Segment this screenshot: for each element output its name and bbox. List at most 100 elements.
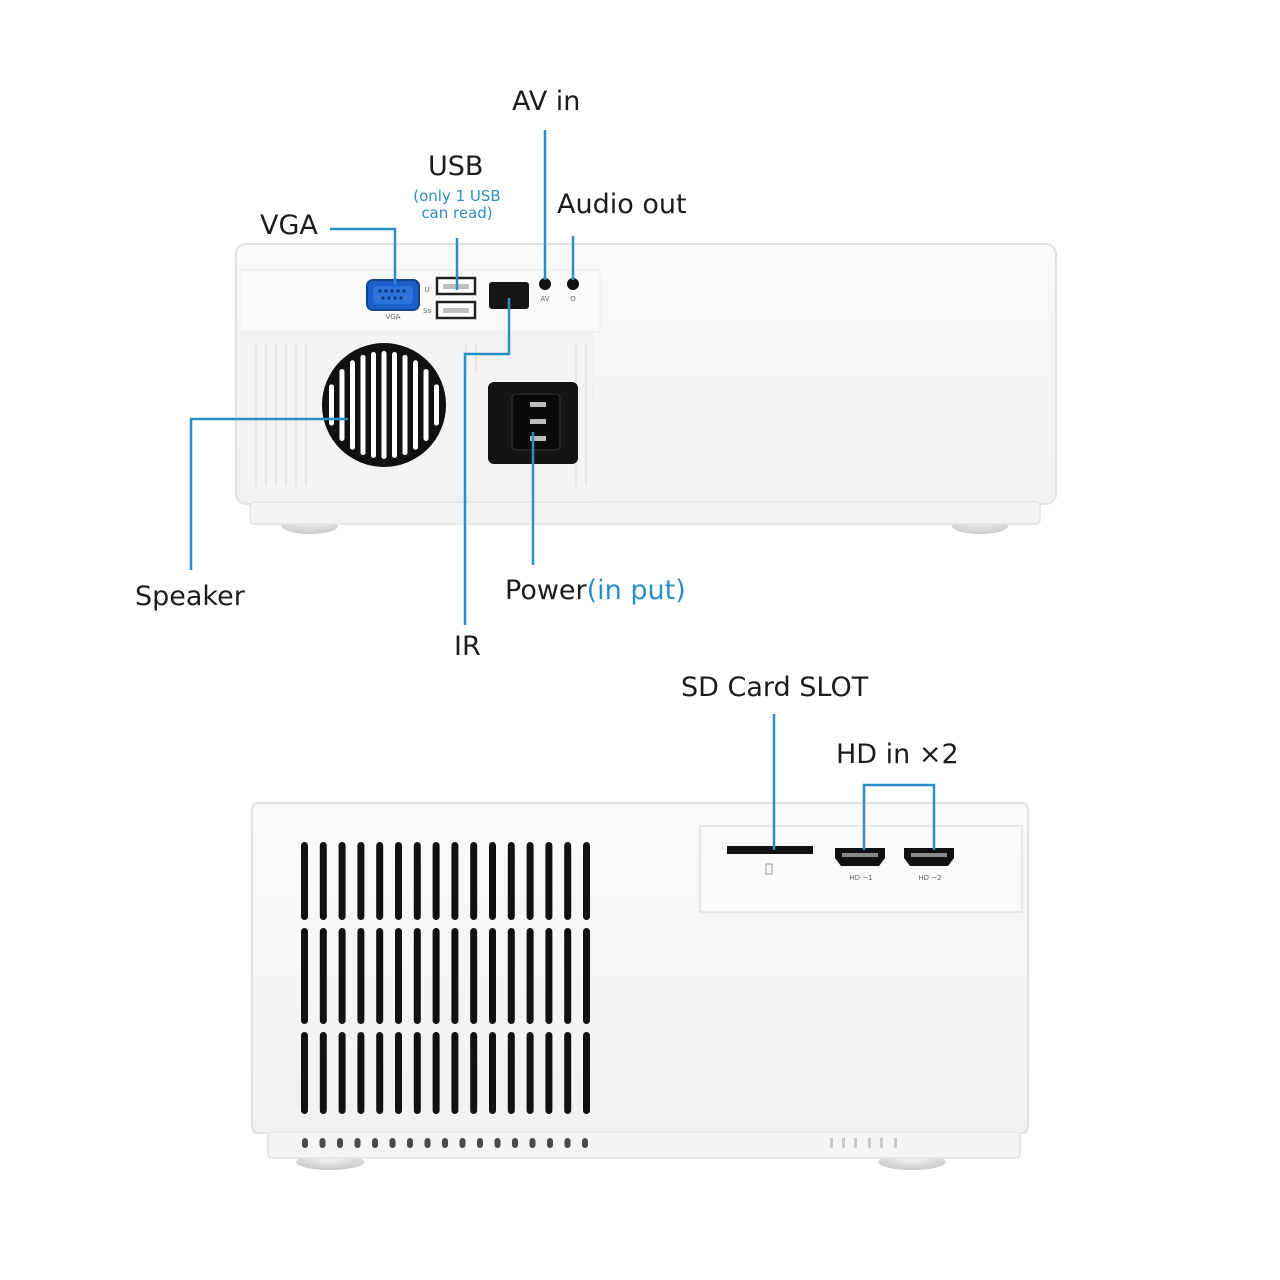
vent-slat (432, 928, 440, 1024)
power-socket (488, 382, 578, 464)
vent-slat (489, 1032, 496, 1114)
vent-slat (564, 1032, 572, 1114)
usb-port-2-mark: Ss (423, 307, 431, 315)
speaker-slot (360, 354, 366, 456)
projector-base (249, 501, 1041, 525)
usb-port-1-mark: U (424, 286, 429, 294)
audio-out-jack (567, 278, 579, 290)
vent-slat (357, 928, 365, 1024)
av-in-jack (539, 278, 551, 290)
usb-port-2 (435, 300, 477, 320)
vent-slat (489, 842, 496, 920)
vent-slat (545, 842, 553, 920)
vga-label: VGA (260, 210, 318, 241)
usb-note-line-2: can read) (421, 204, 493, 222)
vent-slat (413, 1032, 421, 1114)
vent-slat (451, 842, 459, 920)
vent-slat (470, 1032, 478, 1114)
vent-slat (338, 842, 346, 920)
vent-slat (564, 842, 572, 920)
vga-callout (330, 227, 397, 285)
base-vent-slot (302, 1138, 308, 1148)
usb-label: USB (428, 151, 484, 182)
sd-card-slot-label: SD Card SLOT (681, 672, 869, 703)
vent-slat (395, 928, 402, 1024)
vent-slat (376, 1032, 384, 1114)
speaker-slot (329, 384, 334, 426)
vent-slat (376, 842, 384, 920)
vent-slat (395, 842, 402, 920)
vent-slat (319, 928, 327, 1024)
speaker-slot (423, 369, 429, 441)
vent-slat (583, 1032, 590, 1114)
vent-slat (526, 1032, 534, 1114)
vent-slat (432, 1032, 440, 1114)
usb-note-line-1: (only 1 USB (413, 187, 501, 205)
side-vent (301, 842, 897, 1148)
base-vent-slot (407, 1138, 413, 1148)
base-vent-slot (477, 1138, 483, 1148)
vent-slat (301, 928, 308, 1024)
vent-slat (507, 928, 515, 1024)
vent-slat (451, 928, 459, 1024)
hd-port-2 (904, 848, 954, 866)
base-vent-slot (582, 1138, 588, 1148)
base-vent-slot (494, 1138, 501, 1148)
usb-note: (only 1 USB can read) (404, 188, 510, 222)
speaker-slot (434, 384, 439, 426)
base-vent-slot (564, 1138, 571, 1148)
vent-slat (338, 1032, 346, 1114)
vent-slat (413, 928, 421, 1024)
speaker-callout (189, 417, 348, 570)
vent-slat (526, 928, 534, 1024)
av-port-mark: AV (540, 295, 549, 303)
vent-slat (564, 928, 572, 1024)
base-vent-slot (459, 1138, 466, 1148)
hd-2-mark: HD ~2 (918, 874, 941, 882)
rear-projector (235, 243, 1057, 534)
vent-slat (507, 1032, 515, 1114)
speaker-slot (413, 360, 418, 450)
base-vent-slot (512, 1138, 518, 1148)
vent-slat (470, 928, 478, 1024)
vent-slat (357, 842, 365, 920)
vent-slat (338, 928, 346, 1024)
vent-slat (376, 928, 384, 1024)
vent-slat (507, 842, 515, 920)
base-vent-slot (424, 1138, 431, 1148)
vent-slat (432, 842, 440, 920)
ir-window (489, 282, 529, 309)
base-vent-slot (547, 1138, 553, 1148)
ir-label: IR (454, 631, 481, 662)
hd-port-1 (835, 848, 885, 866)
vent-slat (413, 842, 421, 920)
audio-out-label: Audio out (557, 189, 687, 220)
base-vent-slot (372, 1138, 378, 1148)
speaker-slot (371, 351, 376, 459)
base-vent-slot (354, 1138, 361, 1148)
sd-card-slot (727, 846, 813, 854)
projector-base (267, 1131, 1021, 1159)
vent-slat (319, 842, 327, 920)
vent-slat (301, 1032, 308, 1114)
vent-slat (470, 842, 478, 920)
vent-slat (526, 842, 534, 920)
vent-slat (583, 928, 590, 1024)
speaker-slot (350, 360, 355, 450)
hd-callout (862, 783, 936, 850)
connector-panel (699, 825, 1023, 913)
base-vent-slot (319, 1138, 326, 1148)
base-vent-slot (442, 1138, 448, 1148)
hd-in-label: HD in ×2 (836, 739, 959, 770)
speaker-label: Speaker (135, 581, 245, 612)
vent-slat (301, 842, 308, 920)
callout-lines (189, 130, 936, 850)
base-vent-slot (389, 1138, 396, 1148)
vent-slat (545, 928, 553, 1024)
vent-slat (319, 1032, 327, 1114)
speaker-slot (381, 351, 387, 459)
vent-slat (451, 1032, 459, 1114)
power-label-text: Power (505, 575, 587, 606)
